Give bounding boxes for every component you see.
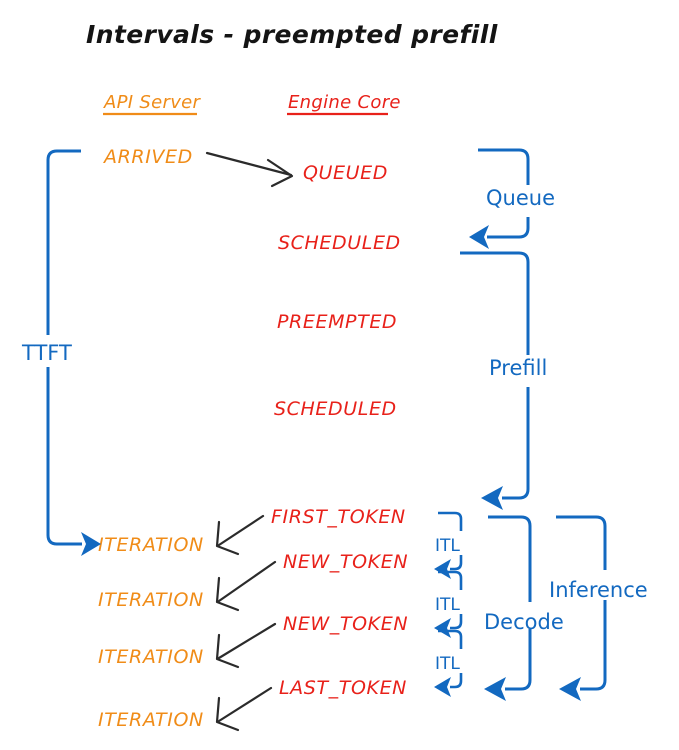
itl-3-arrowhead (434, 677, 451, 697)
event-scheduled-1: SCHEDULED (278, 232, 401, 254)
prefill-arrowhead (481, 486, 503, 510)
event-iteration-2: ITERATION (98, 589, 204, 611)
event-new-token-2: NEW_TOKEN (283, 613, 408, 635)
arrow-last-token-to-iteration (215, 686, 273, 732)
column-header-api-server: API Server (103, 92, 202, 116)
event-last-token: LAST_TOKEN (279, 677, 407, 699)
inference-arrowhead (559, 677, 581, 701)
interval-bracket-prefill: Prefill (460, 251, 547, 510)
itl-1-arrowhead (434, 559, 451, 579)
event-arrived: ARRIVED (102, 146, 193, 168)
interval-bracket-itl-3: ITL (434, 629, 463, 697)
interval-label-ttft: TTFT (21, 341, 72, 365)
arrow-first-token-to-iteration (215, 514, 265, 556)
event-new-token-1: NEW_TOKEN (283, 551, 408, 573)
page-title: Intervals - preempted prefill (86, 20, 498, 49)
column-header-engine-core-label: Engine Core (288, 92, 401, 113)
column-header-engine-core: Engine Core (287, 92, 401, 116)
interval-bracket-ttft: TTFT (21, 149, 101, 556)
interval-label-itl-3: ITL (435, 654, 460, 674)
interval-label-itl-2: ITL (435, 595, 460, 615)
interval-bracket-queue: Queue (469, 148, 555, 249)
event-iteration-3: ITERATION (98, 646, 204, 668)
decode-arrowhead (484, 677, 506, 701)
event-iteration-4: ITERATION (98, 709, 204, 731)
itl-2-arrowhead (434, 618, 451, 638)
arrow-arrived-to-queued (205, 151, 294, 188)
interval-label-queue: Queue (486, 186, 555, 210)
event-scheduled-2: SCHEDULED (274, 398, 397, 420)
column-header-api-server-label: API Server (103, 92, 202, 113)
arrow-new-token-2-to-iteration (215, 622, 277, 669)
interval-bracket-itl-1: ITL (434, 511, 463, 579)
interval-bracket-inference: Inference (549, 515, 648, 701)
event-queued: QUEUED (303, 162, 388, 184)
interval-label-prefill: Prefill (489, 356, 547, 380)
event-first-token: FIRST_TOKEN (271, 506, 406, 528)
event-preempted: PREEMPTED (277, 311, 397, 333)
ttft-arrowhead (81, 532, 101, 556)
interval-bracket-itl-2: ITL (434, 570, 463, 638)
interval-label-itl-1: ITL (435, 536, 460, 556)
queue-arrowhead (469, 225, 489, 249)
interval-bracket-decode: Decode (484, 515, 564, 701)
arrow-new-token-1-to-iteration (215, 560, 277, 612)
event-iteration-1: ITERATION (98, 534, 204, 556)
interval-label-inference: Inference (549, 578, 648, 602)
interval-label-decode: Decode (484, 610, 564, 634)
